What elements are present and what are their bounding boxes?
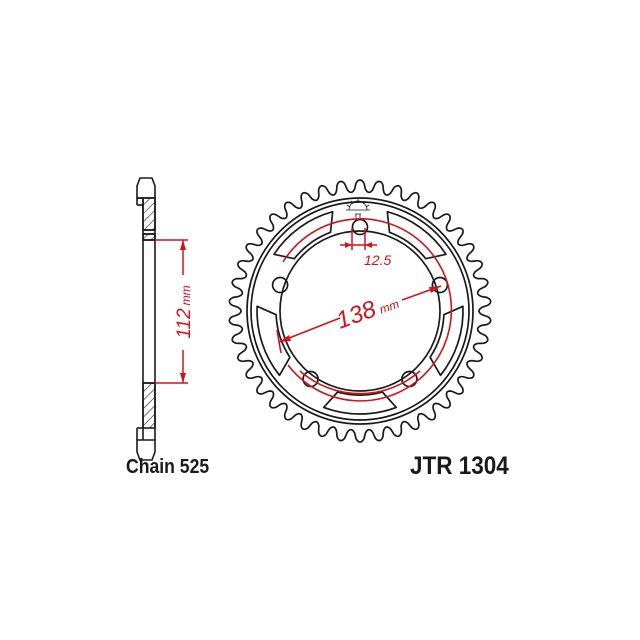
part-number-label: JTR 1304 bbox=[410, 452, 509, 480]
bolt-hole bbox=[271, 276, 289, 294]
lightening-windows bbox=[256, 210, 464, 415]
lightening-window bbox=[429, 305, 464, 377]
height-dimension bbox=[155, 239, 188, 384]
lightening-window bbox=[322, 391, 398, 415]
inner-ring bbox=[250, 201, 470, 421]
chain-size-label: Chain 525 bbox=[126, 456, 210, 478]
pcd-label: 138mm bbox=[333, 287, 402, 334]
hub-bore bbox=[279, 230, 441, 392]
outer-ring bbox=[246, 197, 474, 425]
height-dimension-label: 112mm bbox=[174, 285, 195, 338]
sun-icon bbox=[346, 199, 370, 218]
pcd-dimension bbox=[276, 218, 453, 402]
bolt-hole-dimension-label: 12.5 bbox=[364, 252, 391, 268]
side-view bbox=[136, 177, 156, 461]
front-view bbox=[228, 179, 492, 443]
pcd-arc bbox=[282, 218, 453, 402]
sprocket-teeth bbox=[228, 179, 492, 443]
lightening-window bbox=[386, 210, 447, 260]
lightening-window bbox=[273, 210, 334, 260]
bolt-hole-dimension bbox=[340, 228, 377, 250]
